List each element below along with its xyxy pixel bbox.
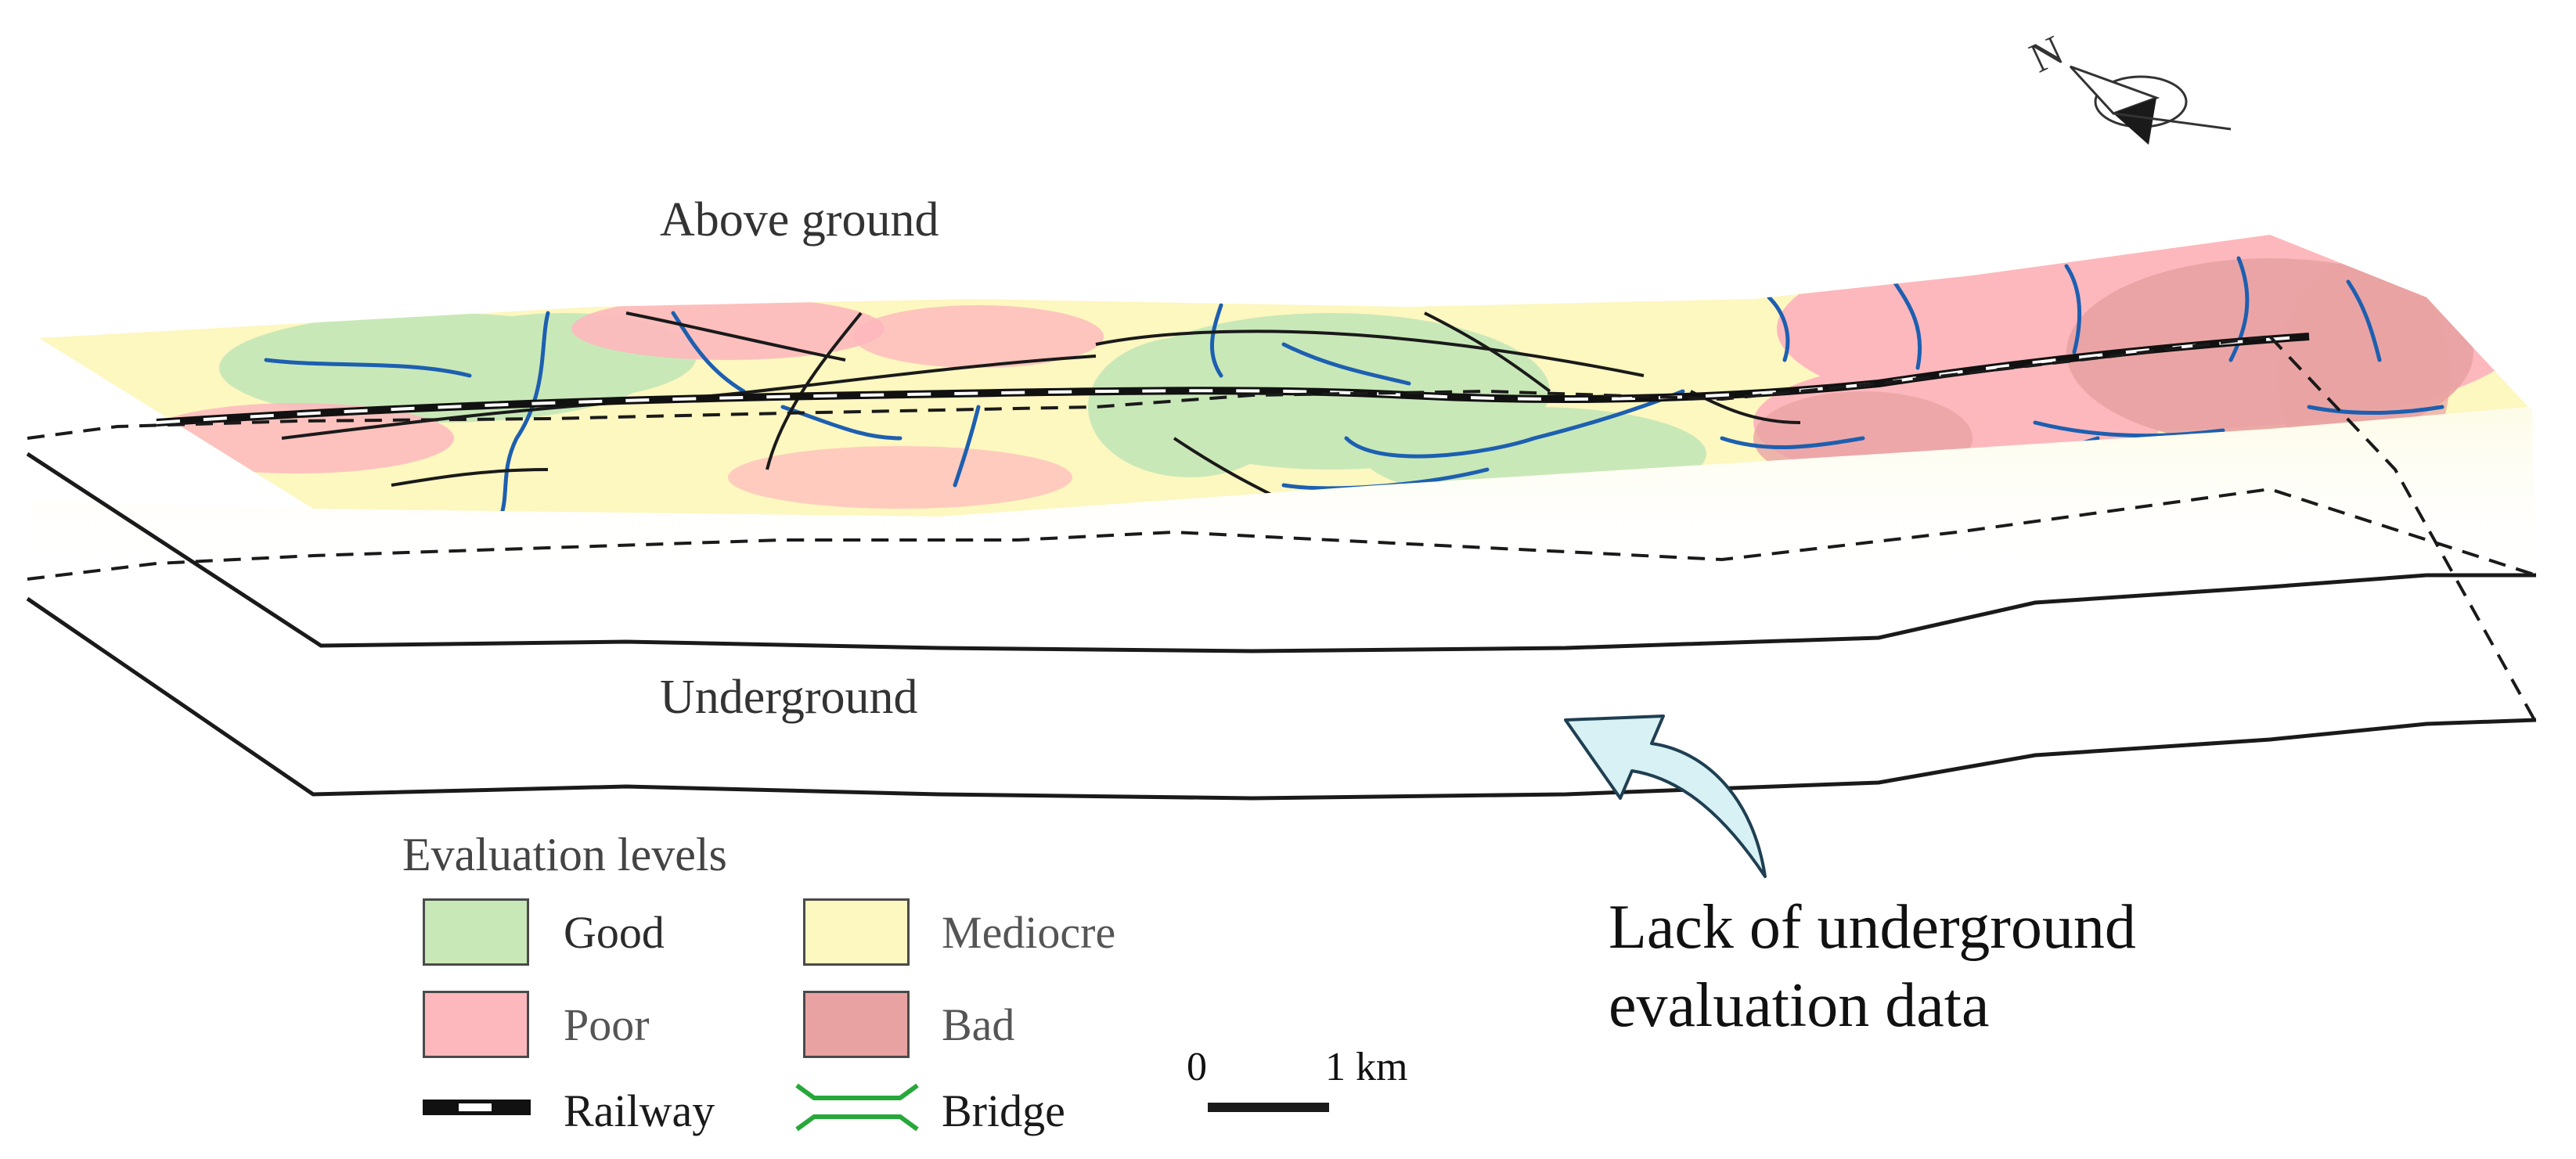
above-ground-block-outline [26, 452, 2536, 653]
top-right-edge-dashed [2268, 335, 2536, 721]
legend-label-poor: Poor [564, 999, 650, 1050]
railway-line [156, 333, 2310, 427]
terrain-surface [39, 235, 2528, 517]
underground-block-outline [26, 596, 2537, 801]
legend-swatch-mediocre [803, 898, 910, 966]
legend-label-mediocre: Mediocre [942, 907, 1116, 958]
scale-bar-end: 1 km [1325, 1045, 1408, 1089]
legend-bridge-symbol [795, 1083, 919, 1132]
legend-title: Evaluation levels [402, 829, 727, 880]
scale-bar-start: 0 [1187, 1045, 1207, 1089]
legend-swatch-bad [803, 991, 910, 1058]
legend-label-bad: Bad [942, 999, 1015, 1050]
legend-railway-symbol [423, 1100, 531, 1115]
underground-top-dashed [27, 487, 2537, 581]
legend-label-bridge: Bridge [942, 1085, 1065, 1136]
legend-swatch-good [423, 898, 529, 966]
above-ground-label: Above ground [660, 193, 939, 247]
block-side-faces [31, 338, 2536, 579]
legend-label-railway: Railway [564, 1085, 715, 1136]
legend-swatch-poor [423, 991, 529, 1058]
annotation-arrow-icon [1564, 714, 1767, 878]
underground-label: Underground [660, 671, 918, 724]
annotation-line-1: Lack of underground [1609, 893, 2136, 962]
top-boundary-dashed [27, 335, 2271, 440]
north-arrow-icon [2069, 65, 2232, 145]
annotation-line-2: evaluation data [1609, 971, 1990, 1040]
legend-label-good: Good [564, 907, 665, 958]
